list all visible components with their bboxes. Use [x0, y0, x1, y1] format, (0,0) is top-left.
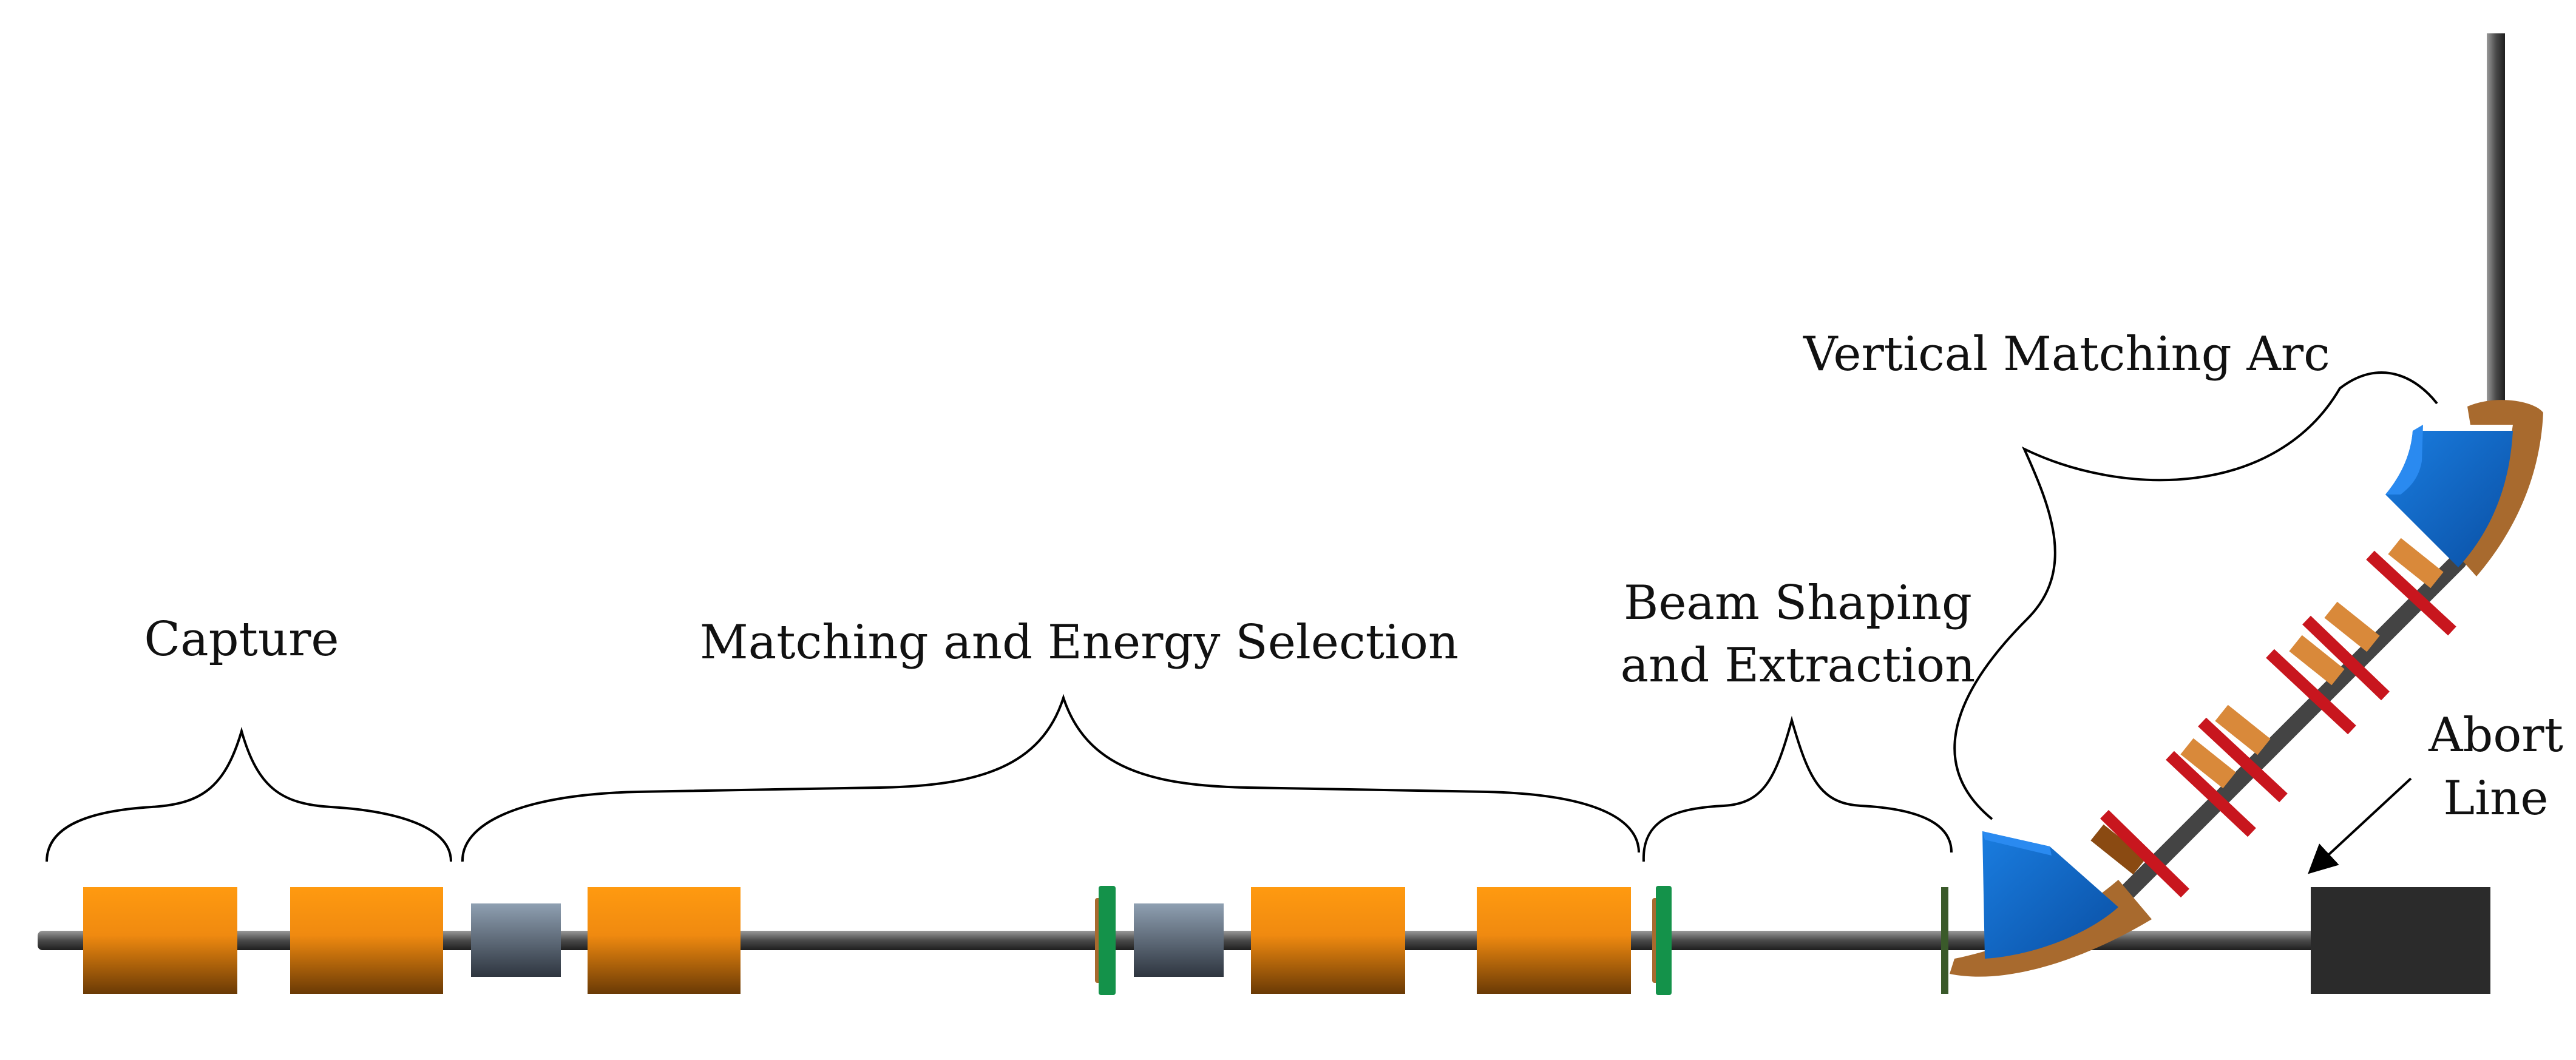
collimator-1: [471, 903, 561, 977]
quadrupole-3: [2198, 704, 2288, 803]
quadrupole-1: [2090, 809, 2189, 898]
vertical-arc-brace: [1953, 371, 2438, 820]
abort-label-line2: Line: [2443, 771, 2548, 826]
capture-label: Capture: [144, 612, 339, 667]
dipole-lower: [1950, 831, 2152, 977]
solenoid-5: [1477, 887, 1631, 994]
extraction-septum: [1941, 887, 1948, 994]
solenoid-4: [1251, 887, 1405, 994]
capture-brace: [46, 726, 452, 862]
beam-dump-block: [2311, 887, 2490, 994]
quadrupole-2: [2166, 738, 2256, 837]
rf-cavity-1: [1095, 886, 1116, 995]
abort-label-line1: Abort: [2428, 708, 2563, 763]
arc-diagonal-pipe: [2104, 553, 2467, 916]
abort-arrow: [2308, 777, 2412, 874]
quadrupole-5: [2302, 601, 2390, 701]
solenoid-2: [290, 887, 443, 994]
matching-label: Matching and Energy Selection: [700, 615, 1459, 670]
beam-shaping-label-line2: and Extraction: [1621, 638, 1976, 693]
dipole-upper: [2385, 400, 2543, 576]
rf-cavity-2: [1652, 886, 1672, 995]
quadrupole-array: [2090, 538, 2456, 898]
solenoid-1: [83, 887, 237, 994]
quadrupole-4: [2266, 635, 2356, 735]
collimator-2: [1134, 903, 1224, 977]
beam-shaping-label-line1: Beam Shaping: [1624, 576, 1972, 630]
quadrupole-6: [2366, 538, 2456, 636]
beam-shaping-brace: [1642, 715, 1953, 862]
solenoid-3: [588, 887, 741, 994]
vertical-arc-label: Vertical Matching Arc: [1803, 327, 2330, 382]
vertical-exit-pipe: [2487, 33, 2505, 410]
matching-brace: [461, 694, 1640, 862]
